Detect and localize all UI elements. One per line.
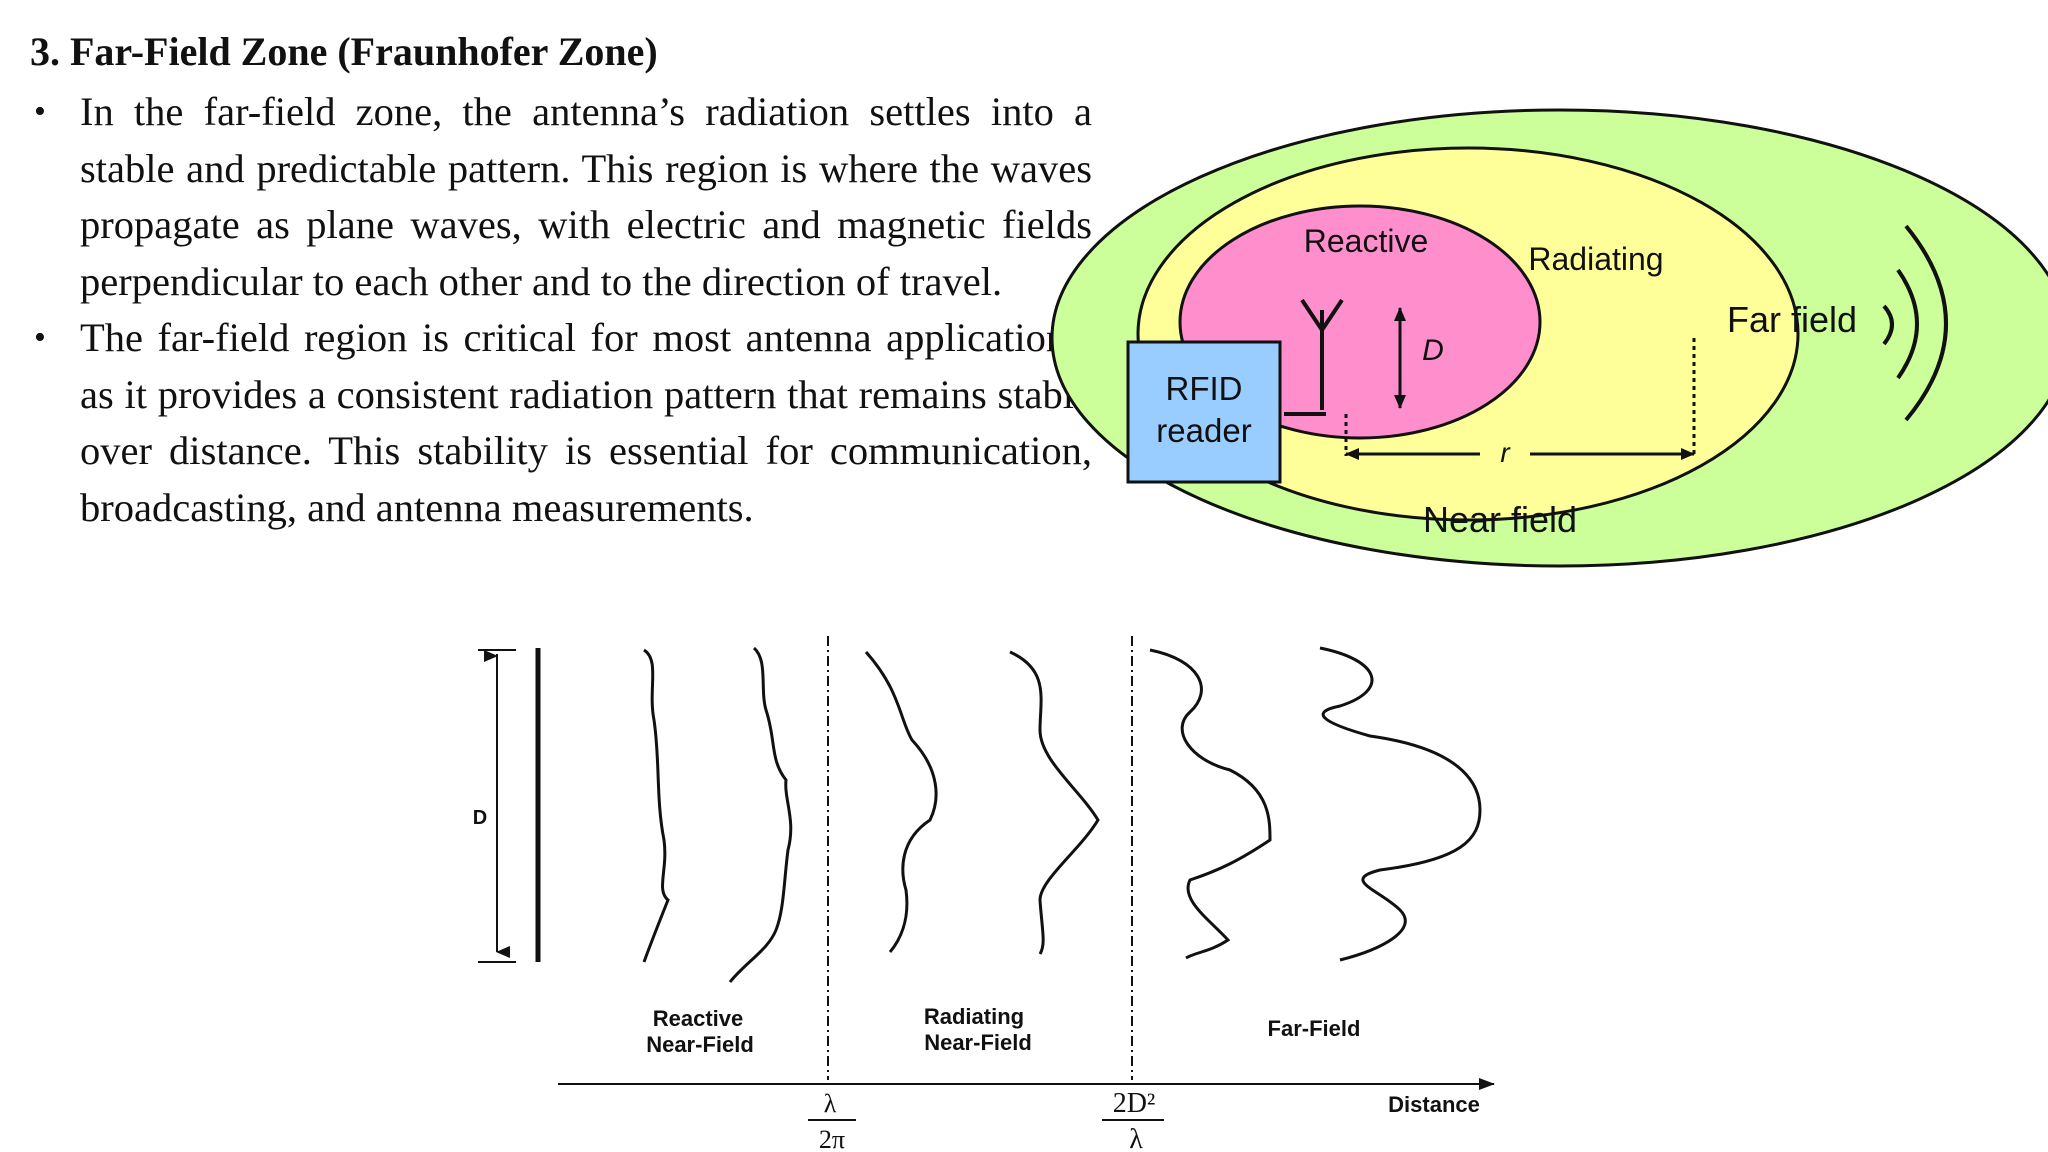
antenna-icon — [1284, 298, 1344, 416]
bullet-dot-icon: • — [34, 93, 46, 130]
reactive-label: Reactive — [1304, 223, 1429, 259]
region-far-field: Far-Field — [1268, 1016, 1361, 1041]
aperture-d-label: D — [473, 807, 487, 829]
boundary1-numerator: λ — [824, 1089, 837, 1118]
bullet-text-1: In the far-field zone, the antenna’s rad… — [80, 89, 1092, 304]
bullet-item-1: • In the far-field zone, the antenna’s r… — [30, 84, 1092, 310]
boundary2-numerator: 2D² — [1113, 1088, 1156, 1119]
wavefront-curves — [642, 646, 1482, 983]
boundary2-denominator: λ — [1129, 1124, 1143, 1152]
bullet-item-2: • The far-field region is critical for m… — [30, 310, 1092, 536]
dimension-d-label: D — [1422, 334, 1444, 367]
far-wavefront-2 — [1319, 646, 1482, 962]
region-radiating-line1: Radiating — [924, 1004, 1024, 1029]
section-heading: 3. Far-Field Zone (Fraunhofer Zone) — [30, 29, 658, 74]
far-field-label: Far field — [1727, 299, 1857, 340]
radiating-wavefront-2 — [1009, 650, 1100, 955]
far-wavefront-1 — [1149, 648, 1272, 960]
reactive-wavefront-2 — [728, 646, 793, 983]
boundary1-denominator: 2π — [819, 1125, 845, 1152]
radiating-wavefront-1 — [864, 651, 938, 953]
rfid-reader-box: RFID reader — [1126, 340, 1282, 484]
region-reactive-line2: Near-Field — [646, 1032, 754, 1057]
region-radiating-line2: Near-Field — [924, 1030, 1032, 1055]
bullet-list: • In the far-field zone, the antenna’s r… — [30, 84, 1092, 636]
radio-waves-icon — [1882, 224, 1948, 422]
region-reactive-line1: Reactive — [653, 1006, 744, 1031]
bullet-text-2: The far-field region is critical for mos… — [80, 315, 1092, 530]
distance-r-label: r — [1500, 437, 1511, 468]
distance-axis-label: Distance — [1388, 1092, 1480, 1117]
radiating-label: Radiating — [1528, 241, 1663, 277]
reader-label-line2: reader — [1156, 412, 1251, 449]
bullet-dot-icon: • — [34, 319, 46, 356]
near-field-label: Near field — [1423, 499, 1577, 540]
reactive-wavefront-1 — [642, 648, 670, 963]
reader-label-line1: RFID — [1166, 370, 1243, 407]
